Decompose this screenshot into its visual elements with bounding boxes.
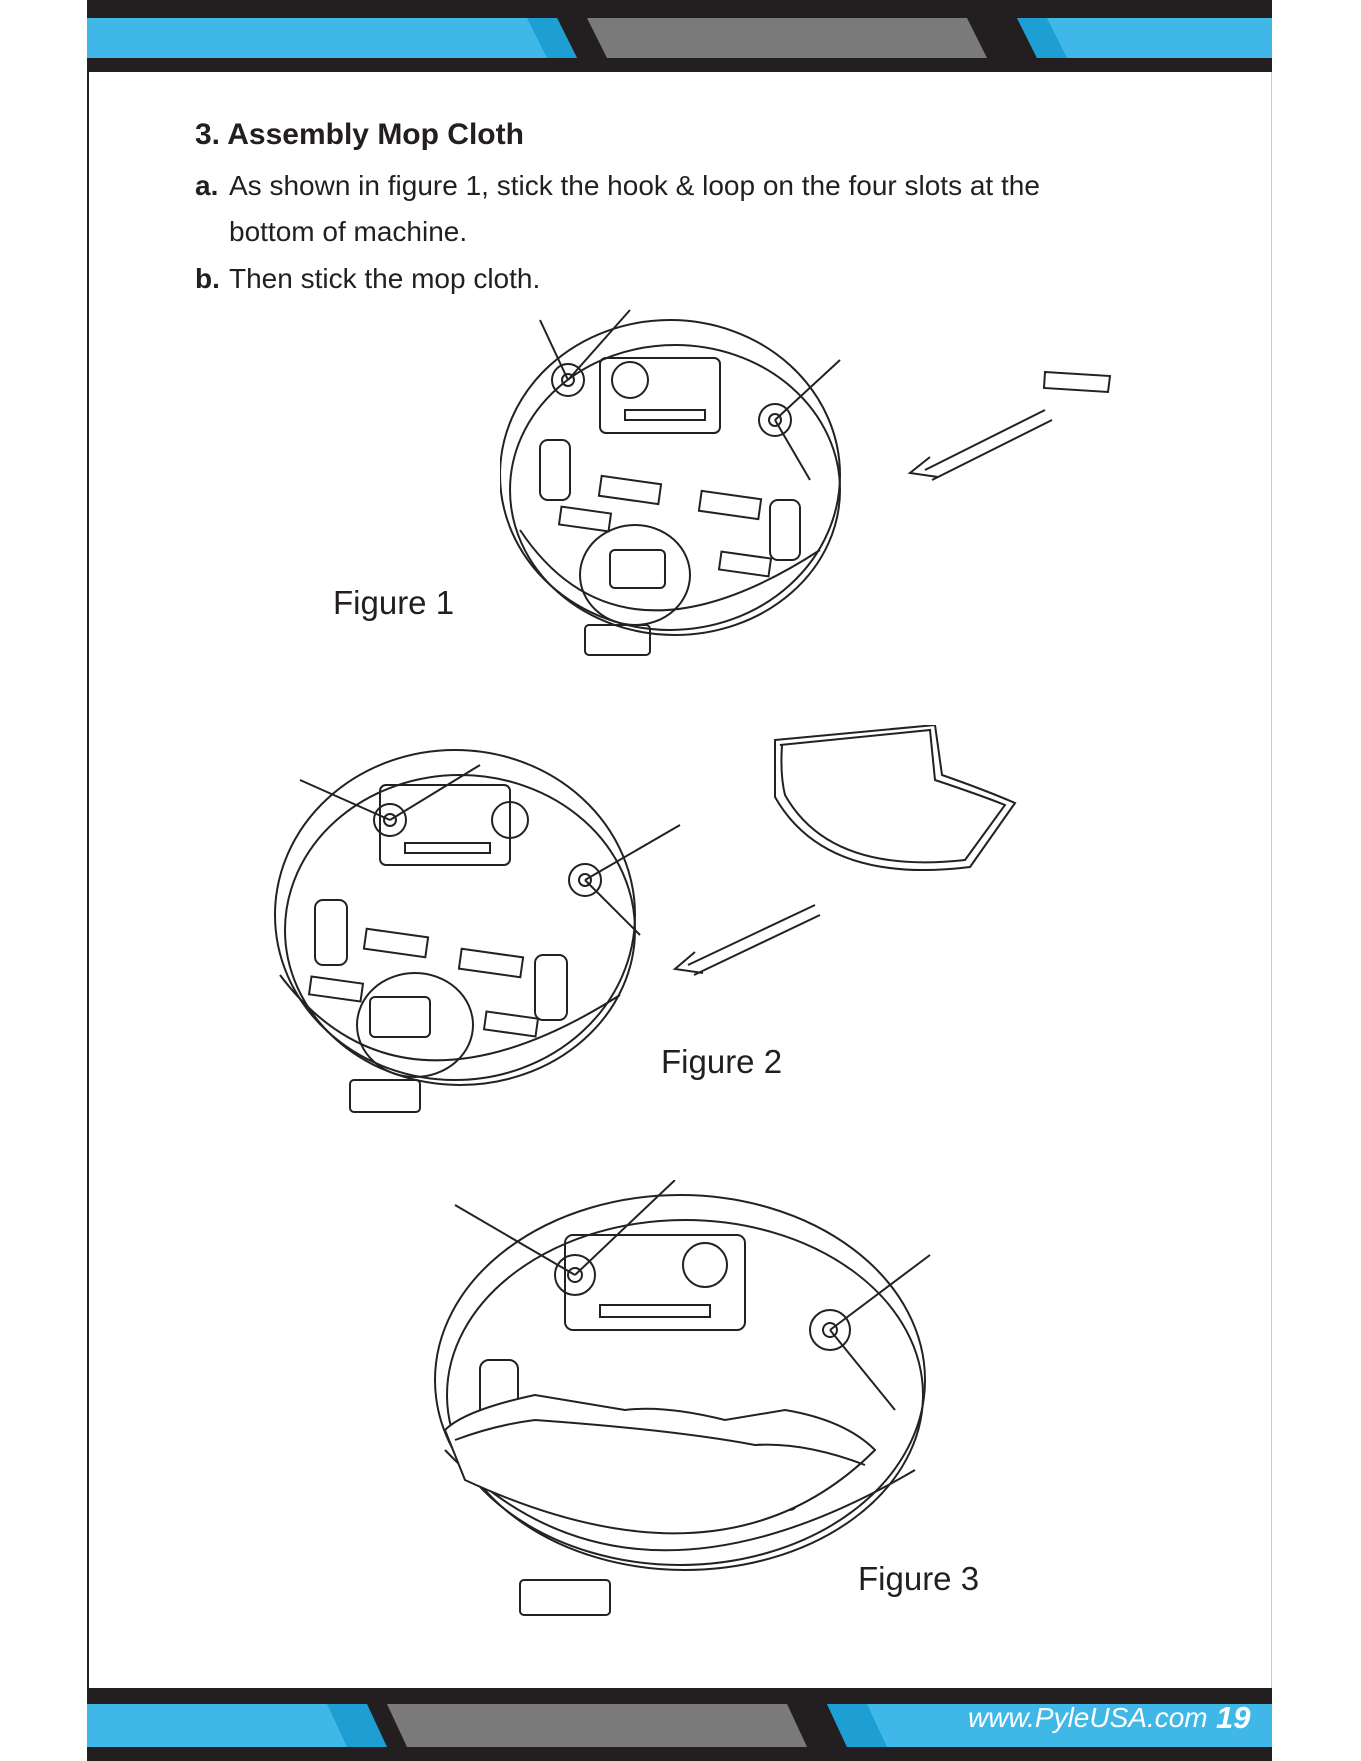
- step-a: a.As shown in figure 1, stick the hook &…: [195, 163, 1145, 255]
- step-a-continuation: bottom of machine.: [195, 209, 1145, 255]
- step-b: b.Then stick the mop cloth.: [195, 256, 1145, 302]
- page-number: 19: [1216, 1700, 1250, 1736]
- header-band: [87, 0, 1272, 72]
- step-b-label: b.: [195, 256, 229, 302]
- figure-1-illustration: [500, 300, 1130, 680]
- figure-1-label: Figure 1: [333, 584, 454, 622]
- figure-3-illustration: [425, 1180, 965, 1620]
- step-a-label: a.: [195, 163, 229, 209]
- step-b-text: Then stick the mop cloth.: [229, 263, 540, 294]
- figure-2-label: Figure 2: [661, 1043, 782, 1081]
- step-a-text: As shown in figure 1, stick the hook & l…: [229, 170, 1040, 201]
- figure-3-label: Figure 3: [858, 1560, 979, 1598]
- section-heading: 3. Assembly Mop Cloth: [195, 118, 524, 152]
- website-url: www.PyleUSA.com: [968, 1702, 1208, 1734]
